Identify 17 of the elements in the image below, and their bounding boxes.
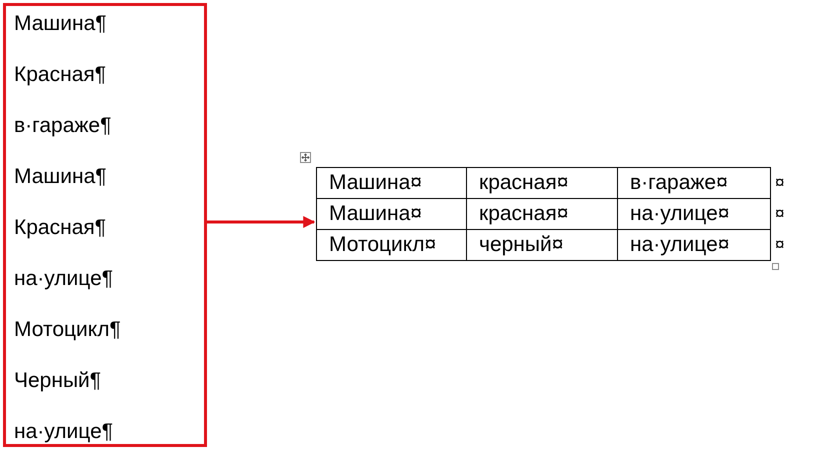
end-of-row-mark: ¤ xyxy=(775,204,784,224)
paragraph-text: на·улице¶ xyxy=(14,267,114,291)
paragraph-text: Машина¶ xyxy=(14,12,107,36)
paragraph-text: Мотоцикл¶ xyxy=(14,318,121,342)
table-cell: в·гараже¤ xyxy=(617,167,771,199)
end-of-row-mark: ¤ xyxy=(775,173,784,193)
paragraph-text: в·гараже¶ xyxy=(14,114,112,138)
paragraph-text: Черный¶ xyxy=(14,369,102,393)
table-cell: Машина¤ xyxy=(316,167,467,199)
paragraph-text: Машина¶ xyxy=(14,165,107,189)
paragraph-text: Красная¶ xyxy=(14,216,106,240)
paragraph-text: Красная¶ xyxy=(14,63,106,87)
paragraph-text: на·улице¶ xyxy=(14,420,114,444)
table-cell: на·улице¤ xyxy=(617,229,771,261)
end-of-row-mark: ¤ xyxy=(775,235,784,255)
text-frame xyxy=(3,3,207,447)
table-cell: Мотоцикл¤ xyxy=(316,229,467,261)
